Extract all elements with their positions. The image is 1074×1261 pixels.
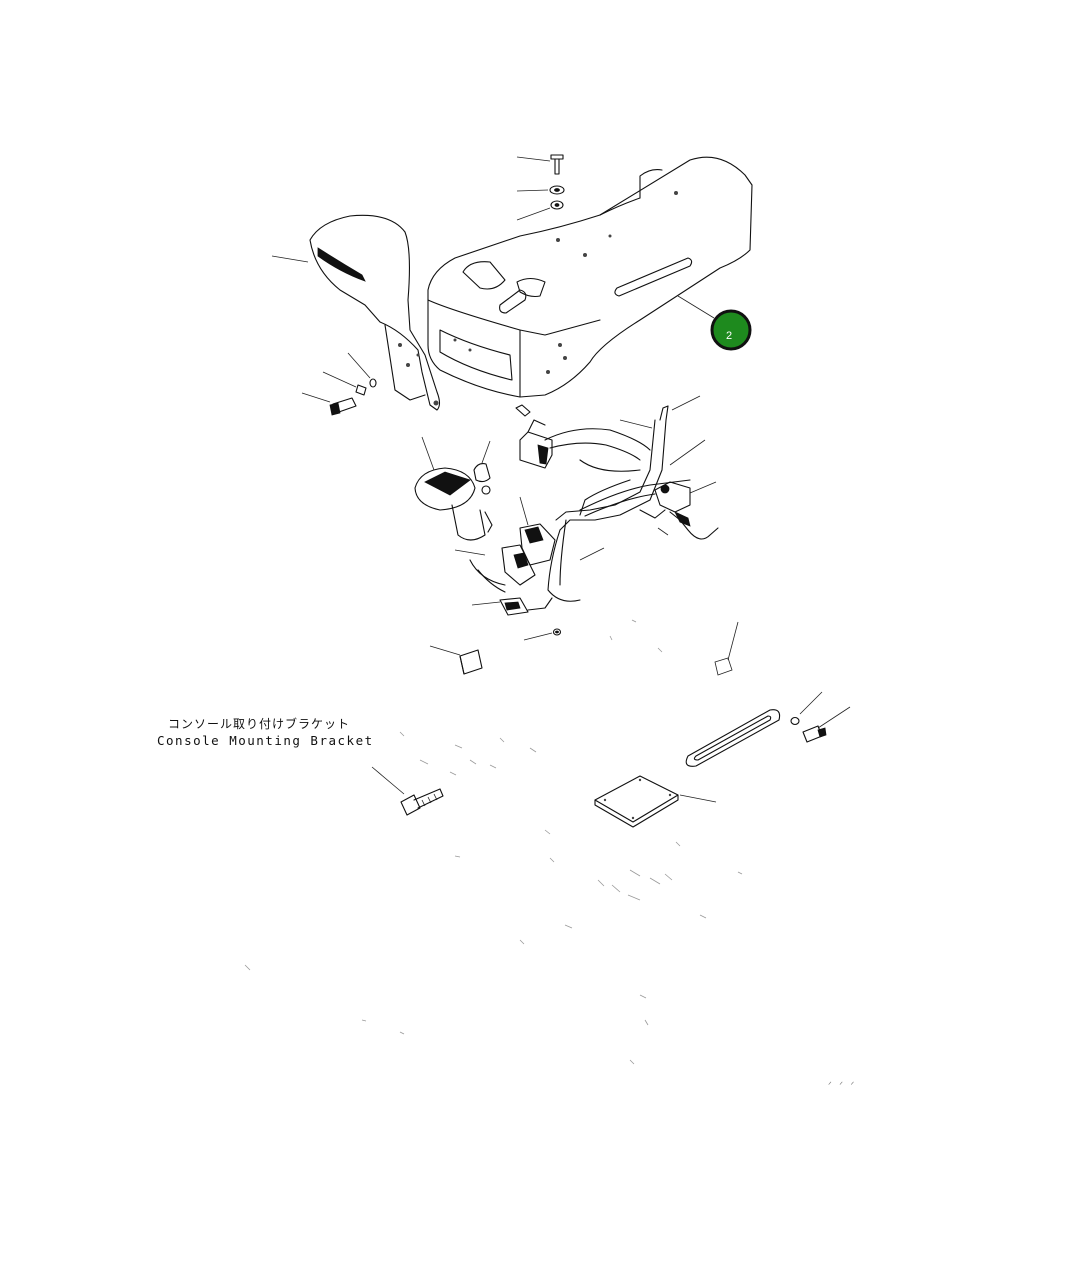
rubber-pad <box>429 645 483 675</box>
relay-box <box>515 404 553 469</box>
console-cover <box>427 156 753 398</box>
small-nut <box>523 628 562 641</box>
top-bolt <box>516 154 564 175</box>
mounting-plate <box>594 775 717 828</box>
console-mounting-bracket-label: コンソール取り付けブラケット Console Mounting Bracket <box>157 716 374 748</box>
knob-cap <box>473 440 491 495</box>
joystick-lever <box>414 436 493 541</box>
bracket-bar <box>685 709 781 767</box>
right-stud <box>714 621 739 676</box>
left-fasteners <box>301 352 377 416</box>
callout-number: 2 <box>726 330 732 342</box>
top-nut <box>516 200 564 221</box>
label-english: Console Mounting Bracket <box>157 733 374 748</box>
top-washer <box>516 185 565 195</box>
faint-lower-details <box>244 619 743 1065</box>
drawing-code: ᐟ ᐟ ᐟ <box>828 1081 855 1091</box>
side-bracket <box>271 214 441 411</box>
connector-block <box>454 496 556 616</box>
wiring-harness <box>544 395 706 602</box>
callout-2[interactable]: 2 <box>710 309 752 351</box>
label-japanese: コンソール取り付けブラケット <box>168 716 350 731</box>
right-switch <box>639 481 719 540</box>
mounting-bolt <box>371 766 444 816</box>
right-washer-bolt <box>790 691 851 743</box>
